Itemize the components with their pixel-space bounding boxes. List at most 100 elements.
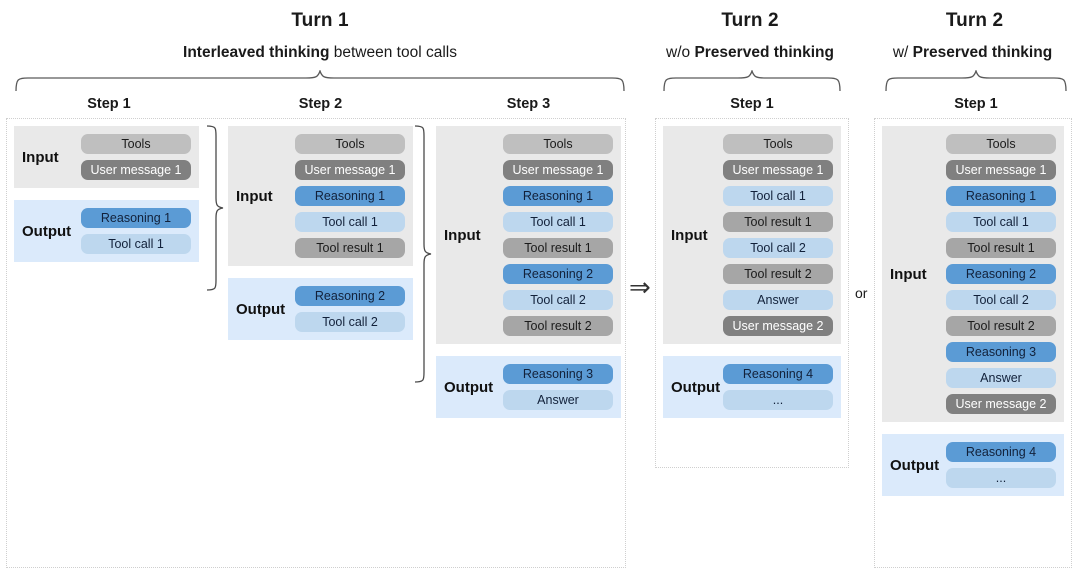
turn2-with-brace — [884, 70, 1068, 92]
pill-answer: Answer — [946, 368, 1056, 388]
pill-tools: Tools — [723, 134, 833, 154]
pill-reasoning-1: Reasoning 1 — [81, 208, 191, 228]
arrow-turn1-to-turn2: ⇒ — [629, 273, 651, 303]
pill-user-message-1: User message 1 — [503, 160, 613, 180]
pill-ellipsis: ... — [723, 390, 833, 410]
turn2-with-subtitle-prefix: w/ — [892, 44, 913, 61]
turn1-title: Turn 1 — [291, 10, 349, 31]
band-output: Output Reasoning 2 Tool call 2 — [228, 278, 413, 340]
band-output: Output Reasoning 4 ... — [882, 434, 1064, 496]
pill-stack-output: Reasoning 4 ... — [720, 356, 841, 418]
step-label-turn1-step3: Step 3 — [506, 96, 551, 112]
pill-stack-input: Tools User message 1 Reasoning 1 Tool ca… — [927, 126, 1064, 422]
pill-tool-result-1: Tool result 1 — [723, 212, 833, 232]
turn1-subtitle-rest: between tool calls — [329, 44, 457, 61]
turn2-without-brace — [662, 70, 842, 92]
pill-user-message-1: User message 1 — [81, 160, 191, 180]
pill-reasoning-3: Reasoning 3 — [946, 342, 1056, 362]
pill-tool-call-1: Tool call 1 — [723, 186, 833, 206]
band-input: Input Tools User message 1 Reasoning 1 T… — [436, 126, 621, 344]
pill-ellipsis: ... — [946, 468, 1056, 488]
pill-user-message-1: User message 1 — [723, 160, 833, 180]
band-label-output: Output — [22, 222, 72, 240]
band-label-input: Input — [444, 226, 481, 244]
turn1-subtitle: Interleaved thinking between tool calls — [14, 44, 626, 62]
brace-step1-to-step2 — [203, 124, 225, 292]
turn2-without-subtitle-prefix: w/o — [666, 44, 695, 61]
stepcol-turn1-step2: Input Tools User message 1 Reasoning 1 T… — [228, 126, 413, 340]
band-input: Input Tools User message 1 — [14, 126, 199, 188]
pill-stack-output: Reasoning 2 Tool call 2 — [285, 278, 413, 340]
stepcol-turn2-without-step1: Input Tools User message 1 Tool call 1 T… — [663, 126, 841, 418]
pill-answer: Answer — [723, 290, 833, 310]
pill-stack-output: Reasoning 4 ... — [939, 434, 1064, 496]
pill-reasoning-2: Reasoning 2 — [295, 286, 405, 306]
pill-tool-result-1: Tool result 1 — [946, 238, 1056, 258]
pill-tool-result-2: Tool result 2 — [946, 316, 1056, 336]
band-label-output: Output — [236, 300, 286, 318]
pill-stack-input: Tools User message 1 — [59, 126, 199, 188]
pill-tool-call-2: Tool call 2 — [723, 238, 833, 258]
pill-tool-call-1: Tool call 1 — [295, 212, 405, 232]
pill-reasoning-1: Reasoning 1 — [295, 186, 405, 206]
pill-stack-input: Tools User message 1 Reasoning 1 Tool ca… — [273, 126, 413, 266]
pill-user-message-1: User message 1 — [946, 160, 1056, 180]
pill-reasoning-3: Reasoning 3 — [503, 364, 613, 384]
turn2-without-title: Turn 2 — [721, 10, 779, 31]
band-gap — [663, 344, 841, 356]
turn2-with-title: Turn 2 — [945, 10, 1004, 31]
pill-reasoning-4: Reasoning 4 — [946, 442, 1056, 462]
pill-reasoning-1: Reasoning 1 — [503, 186, 613, 206]
panel-turn2-with — [874, 118, 1072, 568]
band-label-input: Input — [890, 265, 927, 283]
band-input: Input Tools User message 1 Reasoning 1 T… — [882, 126, 1064, 422]
panel-turn2-without — [655, 118, 849, 468]
band-label-input: Input — [671, 226, 708, 244]
pill-tool-result-1: Tool result 1 — [503, 238, 613, 258]
pill-tools: Tools — [946, 134, 1056, 154]
turn2-with-subtitle-bold: Preserved thinking — [912, 44, 1053, 61]
pill-tools: Tools — [295, 134, 405, 154]
panel-turn1 — [6, 118, 626, 568]
pill-stack-input: Tools User message 1 Reasoning 1 Tool ca… — [481, 126, 621, 344]
pill-stack-input: Tools User message 1 Tool call 1 Tool re… — [708, 126, 841, 344]
band-gap — [228, 266, 413, 278]
band-label-output: Output — [444, 378, 494, 396]
pill-reasoning-2: Reasoning 2 — [946, 264, 1056, 284]
step-label-turn2-without-step1: Step 1 — [730, 96, 774, 112]
band-output: Output Reasoning 4 ... — [663, 356, 841, 418]
band-input: Input Tools User message 1 Tool call 1 T… — [663, 126, 841, 344]
pill-reasoning-1: Reasoning 1 — [946, 186, 1056, 206]
pill-tool-call-1: Tool call 1 — [946, 212, 1056, 232]
band-output: Output Reasoning 1 Tool call 1 — [14, 200, 199, 262]
pill-answer: Answer — [503, 390, 613, 410]
turn1-subtitle-bold: Interleaved thinking — [183, 44, 330, 61]
pill-tool-call-1: Tool call 1 — [81, 234, 191, 254]
pill-tool-result-2: Tool result 2 — [503, 316, 613, 336]
pill-tool-call-1: Tool call 1 — [503, 212, 613, 232]
pill-user-message-1: User message 1 — [295, 160, 405, 180]
stepcol-turn1-step3: Input Tools User message 1 Reasoning 1 T… — [436, 126, 621, 418]
pill-user-message-2: User message 2 — [723, 316, 833, 336]
pill-user-message-2: User message 2 — [946, 394, 1056, 414]
stepcol-turn2-with-step1: Input Tools User message 1 Reasoning 1 T… — [882, 126, 1064, 496]
band-label-input: Input — [236, 187, 273, 205]
pill-tool-call-2: Tool call 2 — [295, 312, 405, 332]
step-label-turn2-with-step1: Step 1 — [954, 96, 998, 112]
stepcol-turn1-step1: Input Tools User message 1 Output Reason… — [14, 126, 199, 262]
band-gap — [436, 344, 621, 356]
band-label-output: Output — [671, 378, 721, 396]
pill-tool-result-2: Tool result 2 — [723, 264, 833, 284]
turn2-without-subtitle: w/o Preserved thinking — [640, 44, 860, 62]
pill-tool-result-1: Tool result 1 — [295, 238, 405, 258]
band-gap — [882, 422, 1064, 434]
pill-tool-call-2: Tool call 2 — [503, 290, 613, 310]
turn2-without-subtitle-bold: Preserved thinking — [694, 44, 834, 61]
band-gap — [14, 188, 199, 200]
pill-tools: Tools — [503, 134, 613, 154]
band-label-output: Output — [890, 456, 940, 474]
pill-reasoning-4: Reasoning 4 — [723, 364, 833, 384]
band-label-input: Input — [22, 148, 59, 166]
band-input: Input Tools User message 1 Reasoning 1 T… — [228, 126, 413, 266]
